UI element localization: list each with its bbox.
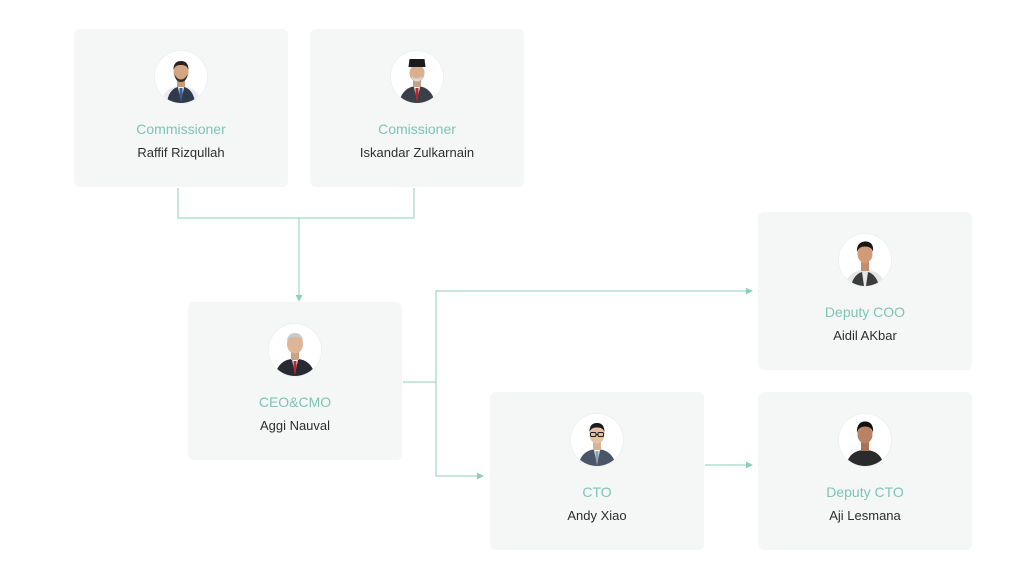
- node-role: CEO&CMO: [258, 394, 332, 410]
- node-role: Comissioner: [378, 121, 456, 137]
- node-deputy-cto[interactable]: Deputy CTO Aji Lesmana: [758, 392, 972, 550]
- node-name: Aidil AKbar: [833, 328, 897, 343]
- person-photo-icon: [571, 414, 623, 466]
- node-role: Commissioner: [136, 121, 226, 137]
- node-role: Deputy CTO: [826, 484, 904, 500]
- avatar: [391, 51, 443, 103]
- avatar: [839, 414, 891, 466]
- edge-commissioner-2-ceo: [299, 188, 415, 219]
- avatar: [269, 324, 321, 376]
- node-name: Iskandar Zulkarnain: [359, 145, 475, 160]
- edge-ceo-cto: [435, 382, 484, 480]
- node-name: Aji Lesmana: [829, 508, 901, 523]
- node-deputy-coo[interactable]: Deputy COO Aidil AKbar: [758, 212, 972, 370]
- edge-commissioner-1-ceo: [177, 188, 299, 219]
- node-name: Raffif Rizqullah: [137, 145, 225, 160]
- node-role: CTO: [582, 484, 612, 500]
- avatar: [155, 51, 207, 103]
- person-photo-icon: [269, 324, 321, 376]
- person-photo-icon: [839, 414, 891, 466]
- node-commissioner-2[interactable]: Comissioner Iskandar Zulkarnain: [310, 29, 524, 187]
- person-photo-icon: [839, 234, 891, 286]
- edge-ceo-deputy-coo: [435, 287, 753, 382]
- person-photo-icon: [155, 51, 207, 103]
- node-role: Deputy COO: [824, 304, 906, 320]
- person-photo-icon: [391, 51, 443, 103]
- node-name: Andy Xiao: [567, 508, 627, 523]
- node-cto[interactable]: CTO Andy Xiao: [490, 392, 704, 550]
- node-name: Aggi Nauval: [259, 418, 331, 433]
- node-commissioner-1[interactable]: Commissioner Raffif Rizqullah: [74, 29, 288, 187]
- avatar: [839, 234, 891, 286]
- node-ceo[interactable]: CEO&CMO Aggi Nauval: [188, 302, 402, 460]
- avatar: [571, 414, 623, 466]
